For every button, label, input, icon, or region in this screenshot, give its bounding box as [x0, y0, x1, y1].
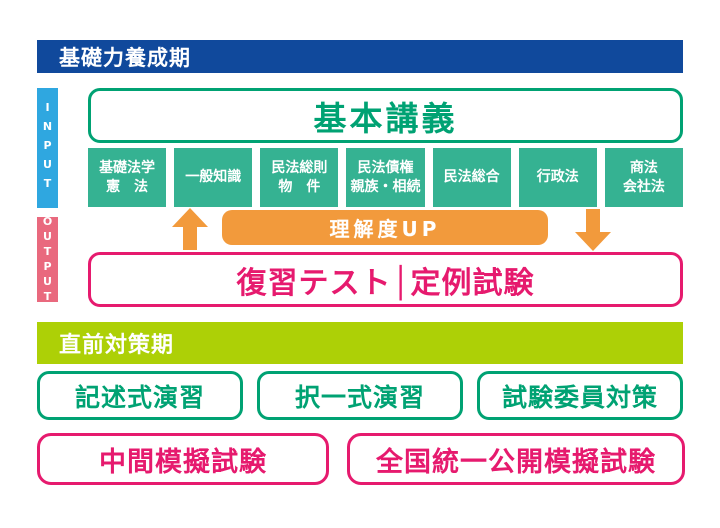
subject-box-7: 商法 会社法 [604, 148, 683, 207]
output-bar: OUTPUT [37, 215, 58, 305]
mock-exams-row: 中間模擬試験 全国統一公開模擬試験 [37, 433, 685, 485]
phase1-title: 基礎力養成期 [59, 45, 191, 70]
exercise-label: 記述式演習 [74, 382, 205, 412]
subject-line: 民法総則 [271, 159, 328, 176]
mock-exam-box-midterm: 中間模擬試験 [37, 433, 329, 485]
subject-box-2: 一般知識 [174, 148, 253, 207]
subject-box-3: 民法総則 物 件 [260, 148, 339, 207]
basic-lecture-label: 基本講義 [313, 98, 458, 138]
exercise-box-multiple-choice: 択一式演習 [257, 371, 463, 420]
exercise-label: 試験委員対策 [501, 382, 658, 412]
subject-box-6: 行政法 [518, 148, 597, 207]
understanding-up-banner: 理解度UP [222, 210, 548, 245]
subject-line: 商法 [629, 159, 658, 176]
exercise-box-written: 記述式演習 [37, 371, 243, 420]
exercise-box-examiner: 試験委員対策 [477, 371, 683, 420]
subject-line: 民法債権 [357, 159, 414, 176]
subject-box-5: 民法総合 [432, 148, 511, 207]
subject-box-4: 民法債権 親族・相続 [346, 148, 425, 207]
mock-exam-label: 中間模擬試験 [99, 446, 267, 478]
subject-line: 一般知識 [185, 169, 242, 186]
understanding-up-label: 理解度UP [329, 217, 441, 241]
subject-box-1: 基礎法学 憲 法 [88, 148, 167, 207]
subject-line: 基礎法学 [99, 159, 156, 176]
phase1-banner: 基礎力養成期 [37, 40, 683, 73]
subject-line: 行政法 [536, 169, 579, 186]
exercise-label: 択一式演習 [294, 382, 425, 412]
arrow-up-head [172, 208, 208, 227]
subject-line: 憲 法 [106, 178, 149, 195]
arrow-down-icon [575, 209, 611, 251]
review-test-label: 復習テスト│定例試験 [236, 265, 535, 301]
mock-exam-box-national: 全国統一公開模擬試験 [347, 433, 685, 485]
arrow-down-stem [586, 209, 600, 232]
phase2-title: 直前対策期 [59, 333, 175, 358]
review-test-box: 復習テスト│定例試験 [88, 252, 683, 307]
subjects-row: 基礎法学 憲 法 一般知識 民法総則 物 件 民法債権 親族・相続 民法総合 行… [88, 148, 683, 207]
exercises-row: 記述式演習 択一式演習 試験委員対策 [37, 371, 683, 420]
basic-lecture-box: 基本講義 [88, 88, 683, 143]
arrow-up-stem [183, 227, 197, 250]
subject-line: 民法総合 [443, 169, 500, 186]
arrow-up-icon [172, 208, 208, 250]
mock-exam-label: 全国統一公開模擬試験 [376, 446, 656, 478]
subject-line: 親族・相続 [350, 178, 421, 195]
arrow-down-head [575, 232, 611, 251]
phase2-banner: 直前対策期 [37, 322, 683, 364]
input-bar: INPUT [37, 88, 58, 208]
subject-line: 会社法 [622, 178, 665, 195]
subject-line: 物 件 [278, 178, 321, 195]
